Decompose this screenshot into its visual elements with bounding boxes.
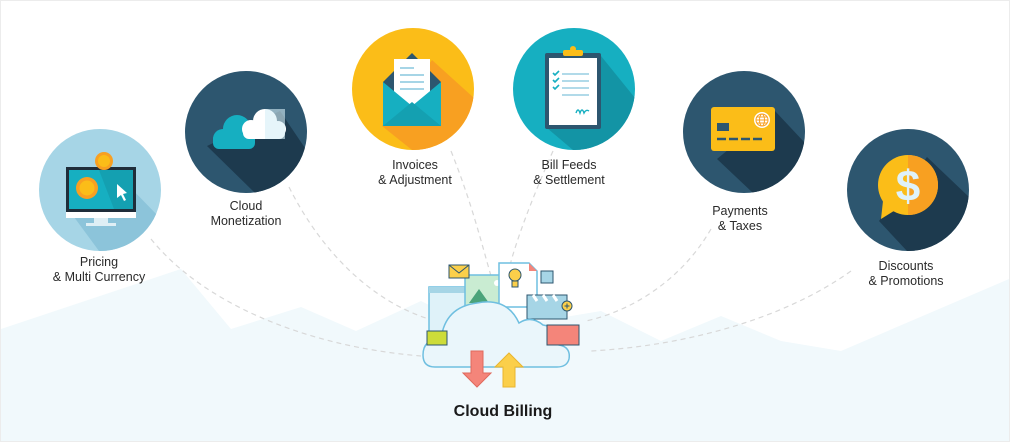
cloud-shape <box>422 301 571 368</box>
label-line-1: Payments <box>712 204 768 218</box>
note-icon <box>426 330 448 346</box>
lightbulb-icon <box>508 268 522 282</box>
download-arrow-icon <box>461 350 493 388</box>
credit-card-icon <box>683 71 805 193</box>
node-pricing <box>39 129 161 251</box>
mail-icon <box>448 264 470 279</box>
node-bill-feeds <box>513 28 635 150</box>
label-line-1: Bill Feeds <box>541 158 597 172</box>
node-pricing-label: Pricing & Multi Currency <box>53 255 145 285</box>
upload-arrow-icon <box>493 352 525 388</box>
label-line-1: Pricing <box>79 255 119 269</box>
cube-icon <box>540 270 554 284</box>
node-invoices <box>352 28 474 150</box>
node-bill-feeds-label: Bill Feeds & Settlement <box>533 158 605 188</box>
node-payments-label: Payments & Taxes <box>712 204 768 234</box>
node-cloud-monetization <box>185 71 307 193</box>
envelope-letter-icon <box>352 28 474 150</box>
label-line-1: Invoices <box>392 158 438 172</box>
svg-text:$: $ <box>896 162 920 211</box>
label-line-2: & Taxes <box>717 219 763 233</box>
node-discounts: $ <box>847 129 969 251</box>
node-discounts-label: Discounts & Promotions <box>868 259 943 289</box>
label-line-1: Cloud <box>229 199 263 213</box>
label-line-2: & Adjustment <box>378 173 452 187</box>
label-line-2: & Multi Currency <box>52 270 146 284</box>
card-icon <box>546 324 580 346</box>
node-payments <box>683 71 805 193</box>
connector-lines <box>150 150 852 357</box>
node-invoices-label: Invoices & Adjustment <box>378 158 452 188</box>
node-cloud-label: Cloud Monetization <box>211 199 282 229</box>
center-label: Cloud Billing <box>453 403 553 420</box>
dollar-speech-bubble-icon: $ <box>847 129 969 251</box>
clipboard-checklist-icon <box>513 28 635 150</box>
label-line-2: & Promotions <box>868 274 944 288</box>
cloud-icon <box>185 71 307 193</box>
label-line-2: & Settlement <box>533 173 605 187</box>
cloud-billing-icon <box>422 262 580 388</box>
label-line-1: Discounts <box>878 259 934 273</box>
monitor-coins-icon <box>39 129 161 251</box>
cloud-billing-illustration <box>419 259 589 399</box>
label-line-2: Monetization <box>210 214 282 228</box>
